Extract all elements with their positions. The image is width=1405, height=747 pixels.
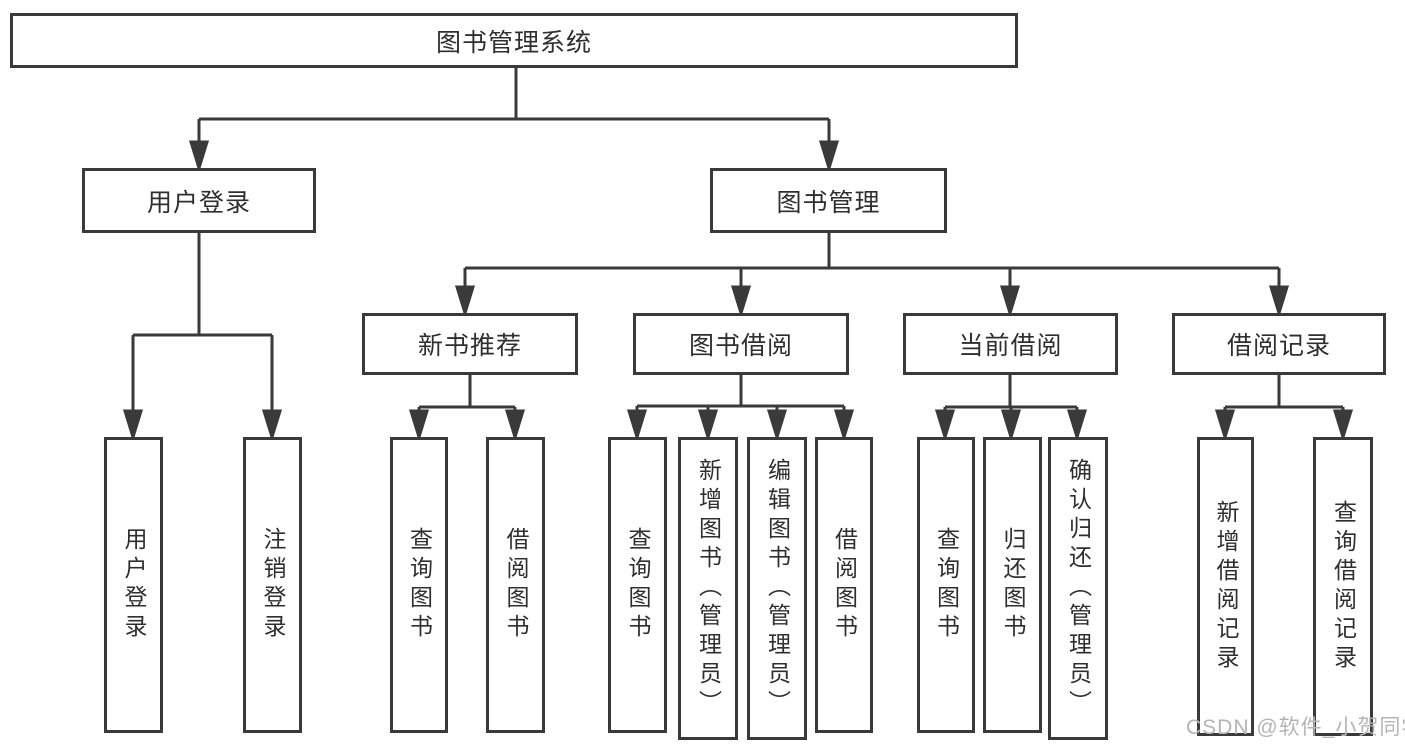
arrowhead — [122, 409, 144, 443]
leaf-label: 新增借阅记录 — [1213, 499, 1239, 674]
arrowhead — [818, 140, 840, 174]
arrowhead — [626, 409, 648, 443]
watermark: CSDN @软件_小贺同学 — [1186, 716, 1405, 739]
leaf-label: 借阅图书 — [831, 527, 858, 643]
arrowhead — [504, 409, 526, 443]
connector-root-to-level2 — [188, 66, 840, 174]
leaf-label: 查询图书 — [933, 527, 960, 643]
arrowhead — [454, 285, 476, 319]
node-current-borrow: 当前借阅 — [903, 313, 1118, 375]
connector-new-book-recommend-to-leaves — [408, 373, 526, 443]
connector-book-borrow-to-leaves — [626, 373, 855, 443]
leaf-label: 借阅图书 — [503, 527, 529, 643]
leaf-user-login: 用户登录 — [104, 437, 163, 733]
leaf-label: 查询图书 — [406, 527, 433, 643]
arrowhead — [408, 409, 430, 443]
leaf-borrow-books-borrow: 借阅图书 — [815, 437, 873, 733]
arrowhead — [697, 409, 719, 443]
arrowhead — [1268, 285, 1290, 319]
arrowhead — [766, 409, 788, 443]
leaf-label: 查询借阅记录 — [1330, 499, 1357, 674]
arrowhead — [1214, 409, 1236, 443]
leaf-label: 新增图书（管理员） — [695, 458, 722, 719]
leaf-query-books-borrow: 查询图书 — [608, 437, 667, 733]
node-user-login: 用户登录 — [82, 168, 316, 233]
connector-user-login-to-leaves — [122, 231, 283, 443]
arrowhead — [833, 409, 855, 443]
node-new-book-recommend: 新书推荐 — [362, 313, 578, 375]
leaf-label: 确认归还（管理员） — [1065, 458, 1092, 719]
leaf-label: 编辑图书（管理员） — [764, 458, 791, 719]
node-borrow-records: 借阅记录 — [1172, 313, 1386, 375]
leaf-query-books-current: 查询图书 — [917, 437, 975, 733]
connector-borrow-records-to-leaves — [1214, 373, 1354, 443]
node-book-borrow: 图书借阅 — [633, 313, 849, 375]
arrowhead — [730, 285, 752, 319]
leaf-query-borrow-record: 查询借阅记录 — [1313, 437, 1373, 736]
leaf-logout: 注销登录 — [243, 437, 302, 733]
node-root-system: 图书管理系统 — [10, 13, 1018, 68]
arrowhead — [1000, 409, 1022, 443]
leaf-add-book-admin: 新增图书（管理员） — [678, 437, 738, 740]
leaf-edit-book-admin: 编辑图书（管理员） — [747, 437, 807, 740]
arrowhead — [1066, 409, 1088, 443]
leaf-label: 查询图书 — [625, 527, 651, 643]
leaf-query-books-recommend: 查询图书 — [390, 437, 448, 733]
arrowhead — [999, 285, 1021, 319]
leaf-borrow-books-recommend: 借阅图书 — [486, 437, 545, 733]
leaf-return-book: 归还图书 — [983, 437, 1042, 733]
arrowhead — [188, 140, 210, 174]
leaf-label: 注销登录 — [260, 527, 286, 643]
arrowhead — [261, 409, 283, 443]
leaf-confirm-return-admin: 确认归还（管理员） — [1048, 437, 1108, 740]
leaf-label: 用户登录 — [121, 527, 147, 643]
arrowhead — [1332, 409, 1354, 443]
arrowhead — [934, 409, 956, 443]
leaf-add-borrow-record: 新增借阅记录 — [1197, 437, 1254, 736]
connector-book-management-to-level3 — [454, 231, 1290, 319]
leaf-label: 归还图书 — [1000, 527, 1026, 643]
node-book-management: 图书管理 — [710, 168, 947, 233]
connector-current-borrow-to-leaves — [934, 373, 1088, 443]
